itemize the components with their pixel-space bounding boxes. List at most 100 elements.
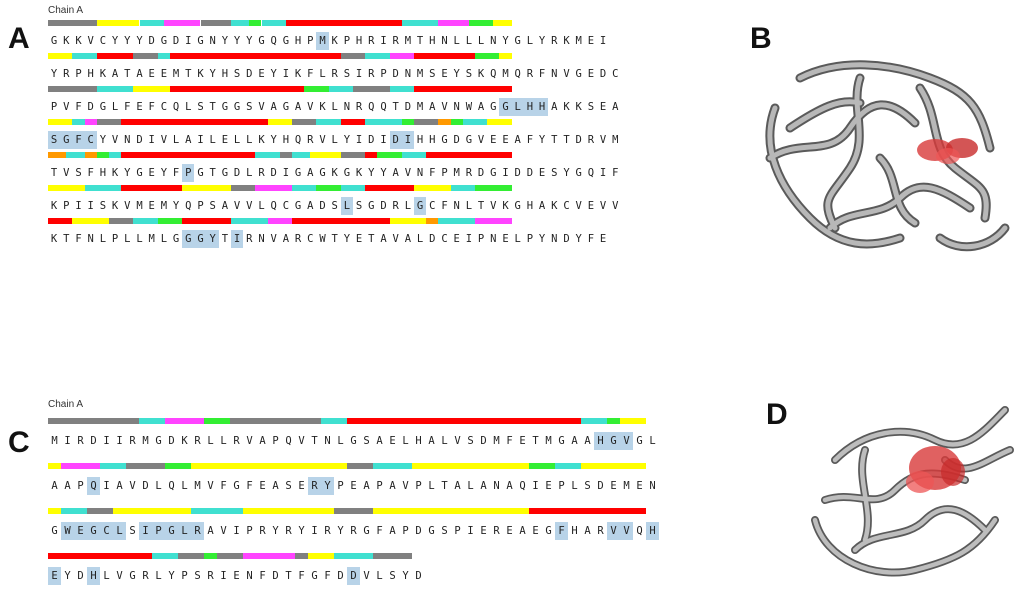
ss-segment-turn xyxy=(292,185,317,191)
residue: A xyxy=(612,101,619,113)
residue: K xyxy=(294,68,302,80)
residue: A xyxy=(376,435,383,447)
residue: I xyxy=(380,134,387,146)
residue: R xyxy=(392,35,399,47)
residue: Q xyxy=(519,480,526,492)
residue: Y xyxy=(402,570,409,582)
residue: H xyxy=(429,134,436,146)
residue: Y xyxy=(538,35,546,47)
residue: N xyxy=(209,35,216,47)
residue: V xyxy=(129,480,136,492)
ss-segment-strand xyxy=(581,463,646,469)
residue: Y xyxy=(172,200,180,212)
residue: L xyxy=(404,200,412,212)
ss-segment-strand xyxy=(389,218,427,224)
ss-segment-turn xyxy=(72,53,97,59)
residue: R xyxy=(368,68,375,80)
residue: Y xyxy=(270,68,277,80)
residue: T xyxy=(441,480,448,492)
residue: A xyxy=(477,101,485,113)
residue: K xyxy=(197,68,204,80)
residue: G xyxy=(490,167,497,179)
residue: R xyxy=(77,435,84,447)
ss-segment-strand xyxy=(620,418,646,424)
residue: V xyxy=(363,570,370,582)
residue: L xyxy=(453,35,460,47)
residue: E xyxy=(480,525,487,537)
binding-residue: Q xyxy=(87,477,100,495)
residue: G xyxy=(197,167,204,179)
residue: T xyxy=(392,101,399,113)
residue: A xyxy=(272,480,279,492)
residue: K xyxy=(181,435,188,447)
residue: R xyxy=(597,525,604,537)
ss-segment-strand xyxy=(113,508,191,514)
residue: P xyxy=(181,570,188,582)
residue: L xyxy=(402,435,409,447)
residue: A xyxy=(270,101,277,113)
ss-segment-coil xyxy=(414,119,439,125)
residue: E xyxy=(233,570,240,582)
residue: T xyxy=(209,167,216,179)
residue: M xyxy=(160,200,168,212)
ss-segment-helix xyxy=(121,185,183,191)
residue: E xyxy=(532,525,539,537)
residue: S xyxy=(197,101,204,113)
residue: G xyxy=(258,35,265,47)
binding-residue: R xyxy=(308,477,321,495)
residue: P xyxy=(558,480,565,492)
ss-segment-strand xyxy=(267,119,292,125)
residue: N xyxy=(404,68,412,80)
residue: L xyxy=(526,35,534,47)
residue: L xyxy=(103,570,110,582)
residue: A xyxy=(514,134,521,146)
residue: G xyxy=(575,68,582,80)
residue: V xyxy=(160,134,168,146)
residue: A xyxy=(480,480,487,492)
ss-segment-coil xyxy=(292,119,317,125)
residue: L xyxy=(155,570,162,582)
residue: E xyxy=(148,68,155,80)
residue: E xyxy=(136,101,143,113)
residue: N xyxy=(87,233,94,245)
ss-segment-turn xyxy=(328,86,353,92)
residue: N xyxy=(453,200,460,212)
residue: H xyxy=(282,134,290,146)
residue: Q xyxy=(380,101,387,113)
residue: R xyxy=(207,570,214,582)
residue: A xyxy=(116,480,123,492)
residue: L xyxy=(428,480,435,492)
residue: I xyxy=(103,435,110,447)
binding-residue: I xyxy=(401,131,414,149)
residue: L xyxy=(477,35,485,47)
ss-segment-turn xyxy=(462,119,488,125)
residue: I xyxy=(599,167,607,179)
residue: T xyxy=(50,167,58,179)
ss-segment-turn xyxy=(231,218,268,224)
residue: R xyxy=(307,134,314,146)
ss-segment-strand xyxy=(499,53,512,59)
binding-residue: G xyxy=(414,197,427,215)
residue: T xyxy=(221,233,229,245)
ss-segment-coil xyxy=(347,463,373,469)
residue: D xyxy=(87,101,94,113)
binding-residue: H xyxy=(646,522,659,540)
residue: E xyxy=(636,480,643,492)
residue: G xyxy=(172,233,180,245)
ss-segment-coil xyxy=(231,185,256,191)
ss-segment-bend xyxy=(84,119,97,125)
residue: K xyxy=(563,35,570,47)
ss-segment-helix xyxy=(340,119,366,125)
residue: A xyxy=(207,525,214,537)
binding-residue: C xyxy=(100,522,113,540)
ss-segment-bridge xyxy=(204,553,217,559)
residue: F xyxy=(612,167,619,179)
residue: Q xyxy=(168,480,175,492)
residue: M xyxy=(575,35,582,47)
ss-segment-helix xyxy=(347,418,581,424)
residue: Y xyxy=(160,167,168,179)
